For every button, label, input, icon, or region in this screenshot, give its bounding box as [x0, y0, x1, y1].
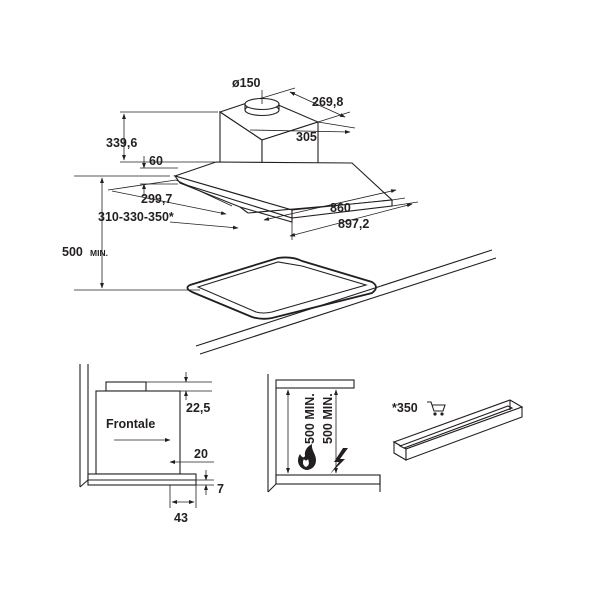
electric-distance-label: 500 MIN.	[321, 393, 335, 444]
side-dim-bottom: 7	[217, 482, 224, 496]
front-label: Frontale	[106, 417, 155, 431]
dim-diameter: ø150	[232, 76, 263, 104]
clearance-view: 500 MIN. 500 MIN.	[267, 374, 381, 493]
dim-min-distance: 500 MIN.	[62, 175, 200, 291]
shopping-cart-icon	[427, 401, 446, 416]
height-chimney-label: 339,6	[106, 136, 137, 150]
gas-distance-label: 500 MIN.	[303, 393, 317, 444]
hood-isometric-view: ø150 269,8 305 339,6 60	[62, 76, 497, 355]
hood-body	[173, 161, 394, 223]
dim-height-body: 60	[140, 154, 178, 196]
depth-body-label: 299,7	[141, 192, 172, 206]
min-distance-suffix: MIN.	[90, 248, 108, 258]
height-body-label: 60	[149, 154, 163, 168]
side-section-view: Frontale 22,5 20 7 43	[79, 364, 224, 525]
dim-depth-body: 299,7	[107, 179, 233, 215]
dim-height-chimney: 339,6	[106, 111, 218, 163]
side-dim-offset: 43	[174, 511, 188, 525]
dim-depth-options: 310-330-350*	[98, 210, 239, 230]
width-body-label: 860	[330, 201, 351, 215]
accessory-view: *350	[392, 399, 524, 461]
width-total-label: 897,2	[338, 217, 369, 231]
worktop	[195, 249, 497, 355]
min-distance-value: 500	[62, 245, 83, 259]
accessory-strip	[392, 399, 524, 461]
hob	[186, 256, 377, 320]
depth-top-label: 305	[296, 130, 317, 144]
side-dim-mid: 20	[194, 447, 208, 461]
width-top-label: 269,8	[312, 95, 343, 109]
electric-lightning-icon	[330, 448, 348, 474]
dim-width-total: 897,2	[289, 201, 419, 240]
diameter-label: ø150	[232, 76, 261, 90]
depth-options-label: 310-330-350*	[98, 210, 174, 224]
accessory-label: *350	[392, 401, 418, 415]
side-dim-top: 22,5	[186, 401, 210, 415]
dim-width-top: 269,8	[261, 87, 351, 123]
gas-flame-icon	[298, 444, 316, 470]
dim-depth-top: 305	[249, 121, 356, 144]
